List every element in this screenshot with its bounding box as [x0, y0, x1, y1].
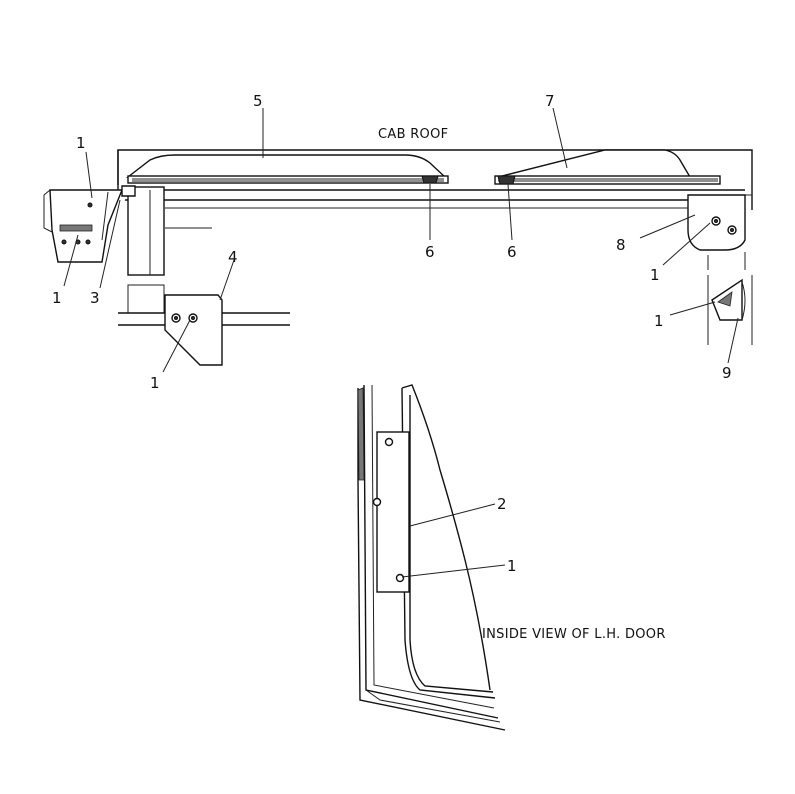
left-pillar	[127, 186, 165, 276]
callout-4: 4	[228, 248, 238, 266]
roof-panel-right	[494, 149, 721, 185]
callout-2: 2	[497, 495, 507, 513]
callout-3: 3	[90, 289, 100, 307]
cab-roof-outline	[117, 149, 753, 229]
callout-9: 9	[722, 364, 732, 382]
callout-1: 1	[654, 312, 664, 330]
callout-1: 1	[150, 374, 160, 392]
roof-panel-left	[125, 154, 449, 184]
callout-6: 6	[507, 243, 517, 261]
caption-inside-view: INSIDE VIEW OF L.H. DOOR	[482, 627, 666, 642]
callout-5: 5	[253, 92, 263, 110]
right-hinge	[687, 194, 746, 270]
callout-1: 1	[76, 134, 86, 152]
callout-1: 1	[52, 289, 62, 307]
callout-1: 1	[507, 557, 517, 575]
bracket-9	[707, 275, 753, 345]
callout-6: 6	[425, 243, 435, 261]
left-hinge	[43, 185, 136, 263]
callout-7: 7	[545, 92, 555, 110]
callout-1: 1	[650, 266, 660, 284]
callout-8: 8	[616, 236, 626, 254]
leader-lines	[63, 107, 739, 578]
bracket-4	[118, 284, 290, 366]
door-inside-view	[357, 384, 506, 731]
caption-cab-roof: CAB ROOF	[378, 127, 448, 142]
